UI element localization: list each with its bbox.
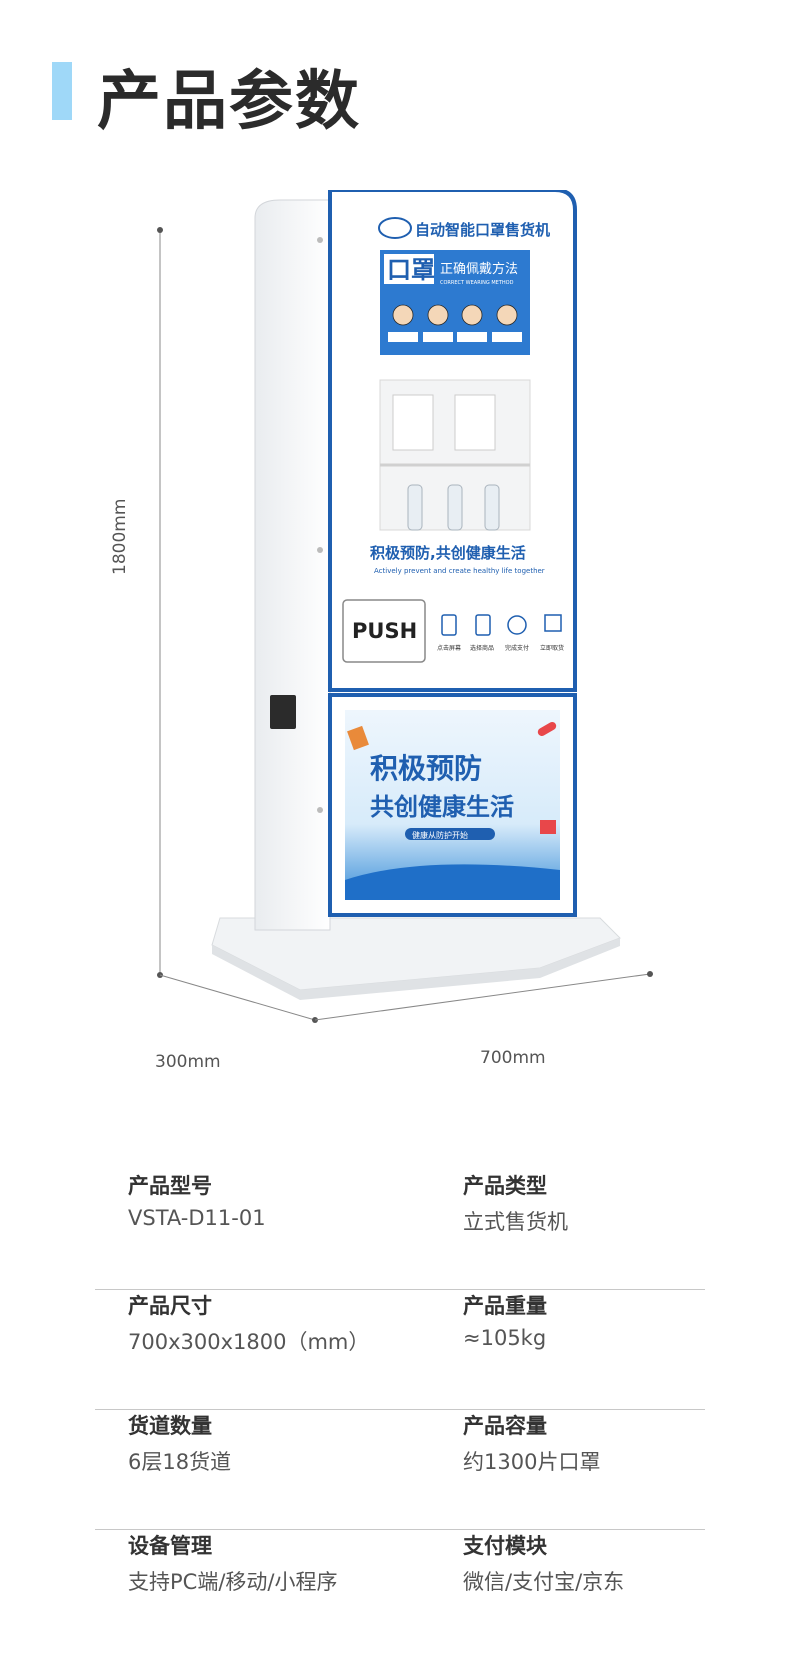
height-dimension-label: 1800mm [110,498,130,575]
spec-row: 设备管理 支持PC端/移动/小程序 支付模块 微信/支付宝/京东 [95,1530,705,1650]
width-dimension-line [314,973,651,1021]
spec-value: 约1300片口罩 [463,1450,601,1474]
page-title: 产品参数 [97,65,361,139]
spec-label: 设备管理 [128,1534,212,1558]
push-label: PUSH [352,619,417,643]
svg-text:健康从防护开始: 健康从防护开始 [412,830,468,840]
svg-text:Actively prevent and create he: Actively prevent and create healthy life… [374,567,545,575]
width-dimension-label: 700mm [480,1048,546,1068]
spec-value: 700x300x1800（mm） [128,1330,370,1354]
vending-machine-illustration: 自动智能口罩售货机 口罩 正确佩戴方法 CORRECT WEARING METH… [157,190,653,1023]
svg-text:立即取货: 立即取货 [540,644,564,652]
spec-value: VSTA-D11-01 [128,1206,266,1230]
poster-line1: 积极预防 [370,752,482,785]
spec-label: 货道数量 [128,1414,212,1438]
svg-text:口罩: 口罩 [387,256,435,284]
spec-value: ≈105kg [463,1326,547,1350]
spec-value: 6层18货道 [128,1450,232,1474]
spec-value: 微信/支付宝/京东 [463,1570,625,1594]
spec-row: 产品尺寸 700x300x1800（mm） 产品重量 ≈105kg [95,1290,705,1410]
spec-table: 产品型号 VSTA-D11-01 产品类型 立式售货机 产品尺寸 700x300… [95,1170,705,1650]
poster-line2: 共创健康生活 [370,793,514,821]
spec-label: 产品型号 [128,1174,212,1198]
svg-text:正确佩戴方法: 正确佩戴方法 [440,261,518,277]
svg-text:完成支付: 完成支付 [505,644,529,652]
machine-brand-text: 自动智能口罩售货机 [415,221,550,239]
spec-label: 产品重量 [463,1294,547,1318]
spec-value: 立式售货机 [463,1210,568,1234]
spec-label: 产品容量 [463,1414,547,1438]
spec-label: 产品类型 [463,1174,547,1198]
spec-row: 产品型号 VSTA-D11-01 产品类型 立式售货机 [95,1170,705,1290]
spec-value: 支持PC端/移动/小程序 [128,1570,338,1594]
spec-label: 产品尺寸 [128,1294,212,1318]
spec-label: 支付模块 [463,1534,547,1558]
title-accent-bar [52,62,72,120]
spec-row: 货道数量 6层18货道 产品容量 约1300片口罩 [95,1410,705,1530]
svg-text:选择商品: 选择商品 [470,644,494,652]
svg-text:CORRECT WEARING METHOD: CORRECT WEARING METHOD [440,280,514,286]
depth-dimension-label: 300mm [155,1052,221,1072]
svg-text:点击屏幕: 点击屏幕 [437,644,461,652]
machine-slogan: 积极预防,共创健康生活 [370,544,526,562]
depth-dimension-line [159,974,316,1021]
